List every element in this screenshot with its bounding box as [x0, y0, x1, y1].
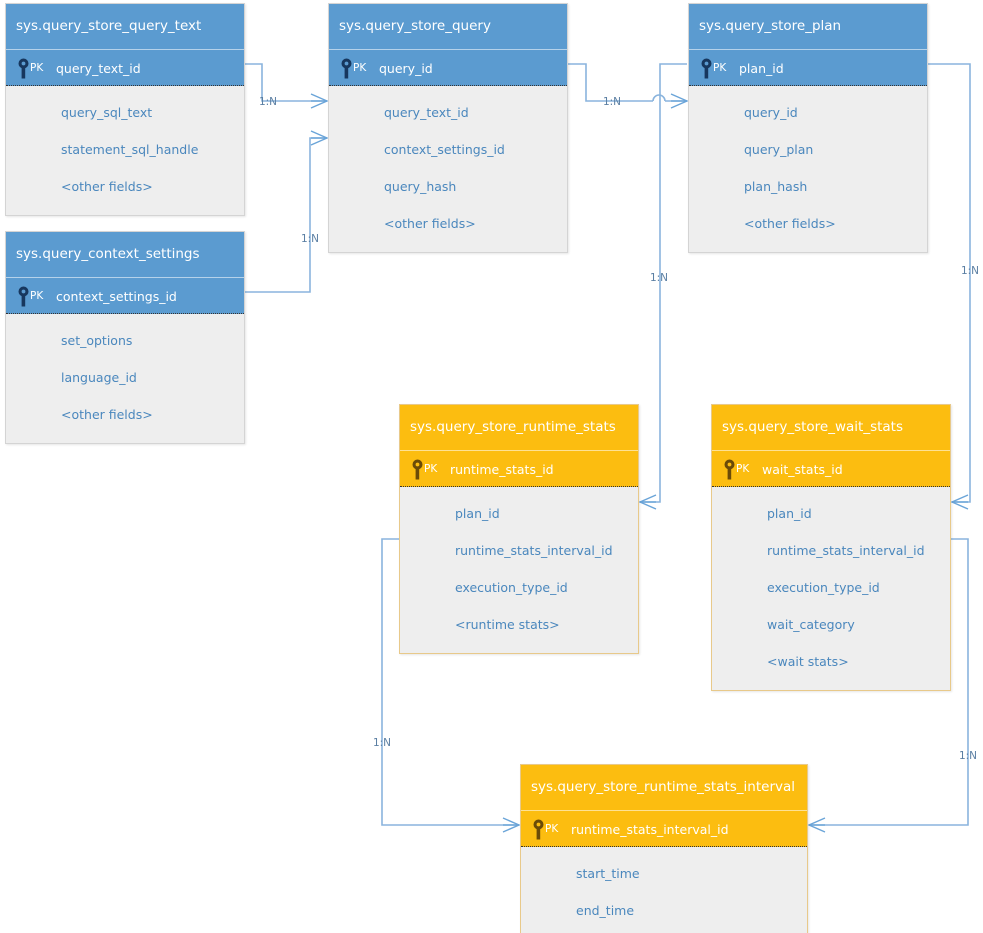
cardinality-label: 1:N — [650, 272, 668, 284]
pk-tag: PK — [30, 62, 44, 74]
pk-tag: PK — [713, 62, 727, 74]
field-row: set_options — [61, 333, 133, 348]
entity-query-store-plan[interactable]: sys.query_store_plan PK plan_id query_id… — [688, 3, 928, 253]
entity-title: sys.query_store_query — [329, 4, 567, 49]
key-icon — [412, 459, 423, 480]
field-row: query_text_id — [384, 105, 469, 120]
entity-title: sys.query_store_runtime_stats — [400, 405, 638, 450]
relationship-text-to-query — [245, 63, 329, 109]
cardinality-label: 1:N — [373, 737, 391, 749]
entity-query-context-settings[interactable]: sys.query_context_settings PK context_se… — [5, 231, 245, 444]
field-list: plan_id runtime_stats_interval_id execut… — [400, 487, 638, 653]
field-list: query_text_id context_settings_id query_… — [329, 86, 567, 252]
field-list: plan_id runtime_stats_interval_id execut… — [712, 487, 950, 690]
pk-field-name: runtime_stats_interval_id — [571, 822, 729, 837]
field-row: runtime_stats_interval_id — [767, 543, 925, 558]
pk-field-name: plan_id — [739, 61, 784, 76]
field-row: plan_id — [455, 506, 500, 521]
field-row: <other fields> — [61, 179, 153, 194]
cardinality-label: 1:N — [259, 96, 277, 108]
field-row: runtime_stats_interval_id — [455, 543, 613, 558]
relationship-plan-to-runtime — [638, 63, 687, 510]
pk-field-name: wait_stats_id — [762, 462, 843, 477]
field-row: plan_id — [767, 506, 812, 521]
primary-key-row[interactable]: PK context_settings_id — [6, 277, 244, 314]
field-row: start_time — [576, 866, 640, 881]
field-list: query_sql_text statement_sql_handle <oth… — [6, 86, 244, 215]
key-icon — [701, 58, 712, 79]
pk-tag: PK — [545, 823, 559, 835]
entity-title: sys.query_store_wait_stats — [712, 405, 950, 450]
entity-title: sys.query_store_query_text — [6, 4, 244, 49]
key-icon — [18, 286, 29, 307]
primary-key-row[interactable]: PK runtime_stats_interval_id — [521, 810, 807, 847]
field-row: <runtime stats> — [455, 617, 560, 632]
pk-tag: PK — [30, 290, 44, 302]
pk-field-name: runtime_stats_id — [450, 462, 554, 477]
field-row: execution_type_id — [455, 580, 568, 595]
field-list: start_time end_time — [521, 847, 807, 933]
entity-title: sys.query_store_runtime_stats_interval — [521, 765, 807, 810]
field-row: query_hash — [384, 179, 457, 194]
primary-key-row[interactable]: PK runtime_stats_id — [400, 450, 638, 487]
primary-key-row[interactable]: PK wait_stats_id — [712, 450, 950, 487]
field-row: query_id — [744, 105, 798, 120]
field-row: context_settings_id — [384, 142, 505, 157]
entity-query-store-runtime-stats-interval[interactable]: sys.query_store_runtime_stats_interval P… — [520, 764, 808, 933]
entity-title: sys.query_context_settings — [6, 232, 244, 277]
pk-field-name: query_id — [379, 61, 433, 76]
entity-query-store-wait-stats[interactable]: sys.query_store_wait_stats PK wait_stats… — [711, 404, 951, 691]
cardinality-label: 1:N — [301, 233, 319, 245]
key-icon — [18, 58, 29, 79]
field-row: <other fields> — [61, 407, 153, 422]
pk-field-name: query_text_id — [56, 61, 141, 76]
primary-key-row[interactable]: PK plan_id — [689, 49, 927, 86]
field-row: query_sql_text — [61, 105, 153, 120]
pk-tag: PK — [353, 62, 367, 74]
cardinality-label: 1:N — [603, 96, 621, 108]
field-row: <wait stats> — [767, 654, 849, 669]
pk-tag: PK — [736, 463, 750, 475]
cardinality-label: 1:N — [961, 265, 979, 277]
entity-query-store-query[interactable]: sys.query_store_query PK query_id query_… — [328, 3, 568, 253]
field-row: <other fields> — [384, 216, 476, 231]
entity-title: sys.query_store_plan — [689, 4, 927, 49]
field-row: statement_sql_handle — [61, 142, 199, 157]
relationship-query-to-plan — [568, 63, 689, 109]
field-list: query_id query_plan plan_hash <other fie… — [689, 86, 927, 252]
pk-field-name: context_settings_id — [56, 289, 177, 304]
field-row: query_plan — [744, 142, 814, 157]
key-icon — [724, 459, 735, 480]
primary-key-row[interactable]: PK query_id — [329, 49, 567, 86]
field-row: end_time — [576, 903, 635, 918]
pk-tag: PK — [424, 463, 438, 475]
relationship-ctx-to-query — [245, 130, 329, 293]
field-row: language_id — [61, 370, 137, 385]
field-row: wait_category — [767, 617, 855, 632]
key-icon — [533, 819, 544, 840]
key-icon — [341, 58, 352, 79]
primary-key-row[interactable]: PK query_text_id — [6, 49, 244, 86]
entity-query-store-query-text[interactable]: sys.query_store_query_text PK query_text… — [5, 3, 245, 216]
field-list: set_options language_id <other fields> — [6, 314, 244, 443]
field-row: <other fields> — [744, 216, 836, 231]
field-row: execution_type_id — [767, 580, 880, 595]
entity-query-store-runtime-stats[interactable]: sys.query_store_runtime_stats PK runtime… — [399, 404, 639, 654]
cardinality-label: 1:N — [959, 750, 977, 762]
field-row: plan_hash — [744, 179, 808, 194]
